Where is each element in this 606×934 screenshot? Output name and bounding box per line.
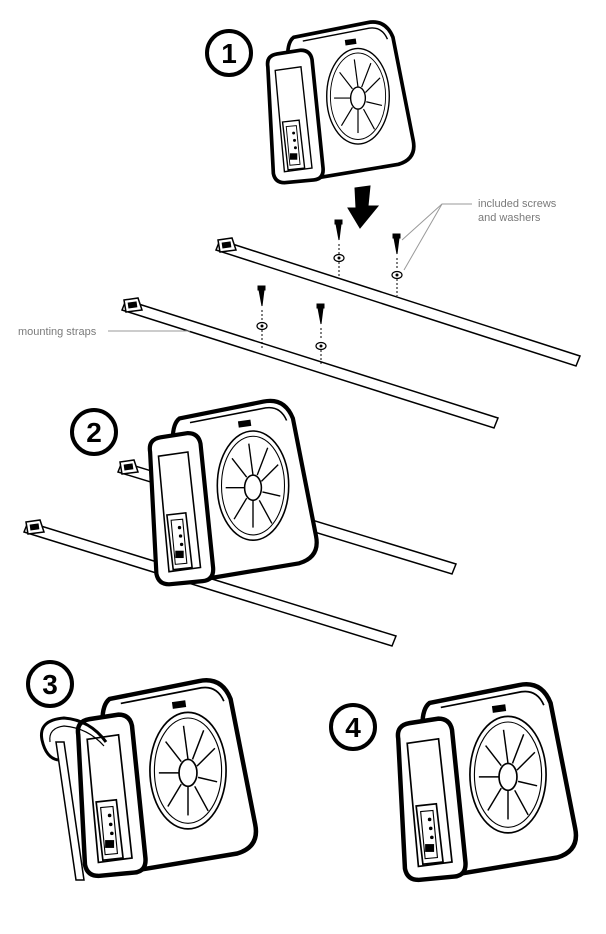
step-2-badge: 2: [70, 408, 118, 456]
down-arrow-icon: [347, 185, 380, 229]
step-1-badge: 1: [205, 29, 253, 77]
screw-washer-set: [256, 219, 403, 366]
step-3-enclosure: [78, 680, 256, 876]
callout-screws-line2: and washers: [478, 212, 541, 224]
callout-screws-line1: included screws: [478, 198, 557, 210]
svg-text:3: 3: [42, 669, 58, 700]
step-1-enclosure: [265, 20, 416, 185]
callout-screws: included screws and washers: [401, 198, 557, 271]
svg-text:2: 2: [86, 417, 102, 448]
step-4-badge: 4: [329, 703, 377, 751]
callout-straps: mounting straps: [18, 326, 190, 338]
step-4-enclosure: [398, 684, 576, 880]
mounting-strap-front: [121, 297, 499, 429]
callout-straps-label: mounting straps: [18, 326, 97, 338]
step-3-strap-wrap: [39, 716, 108, 881]
svg-text:1: 1: [221, 38, 237, 69]
step-2-enclosure: [150, 401, 317, 584]
mounting-strap-back: [215, 237, 581, 367]
step-3-badge: 3: [26, 660, 74, 708]
svg-text:4: 4: [345, 712, 361, 743]
